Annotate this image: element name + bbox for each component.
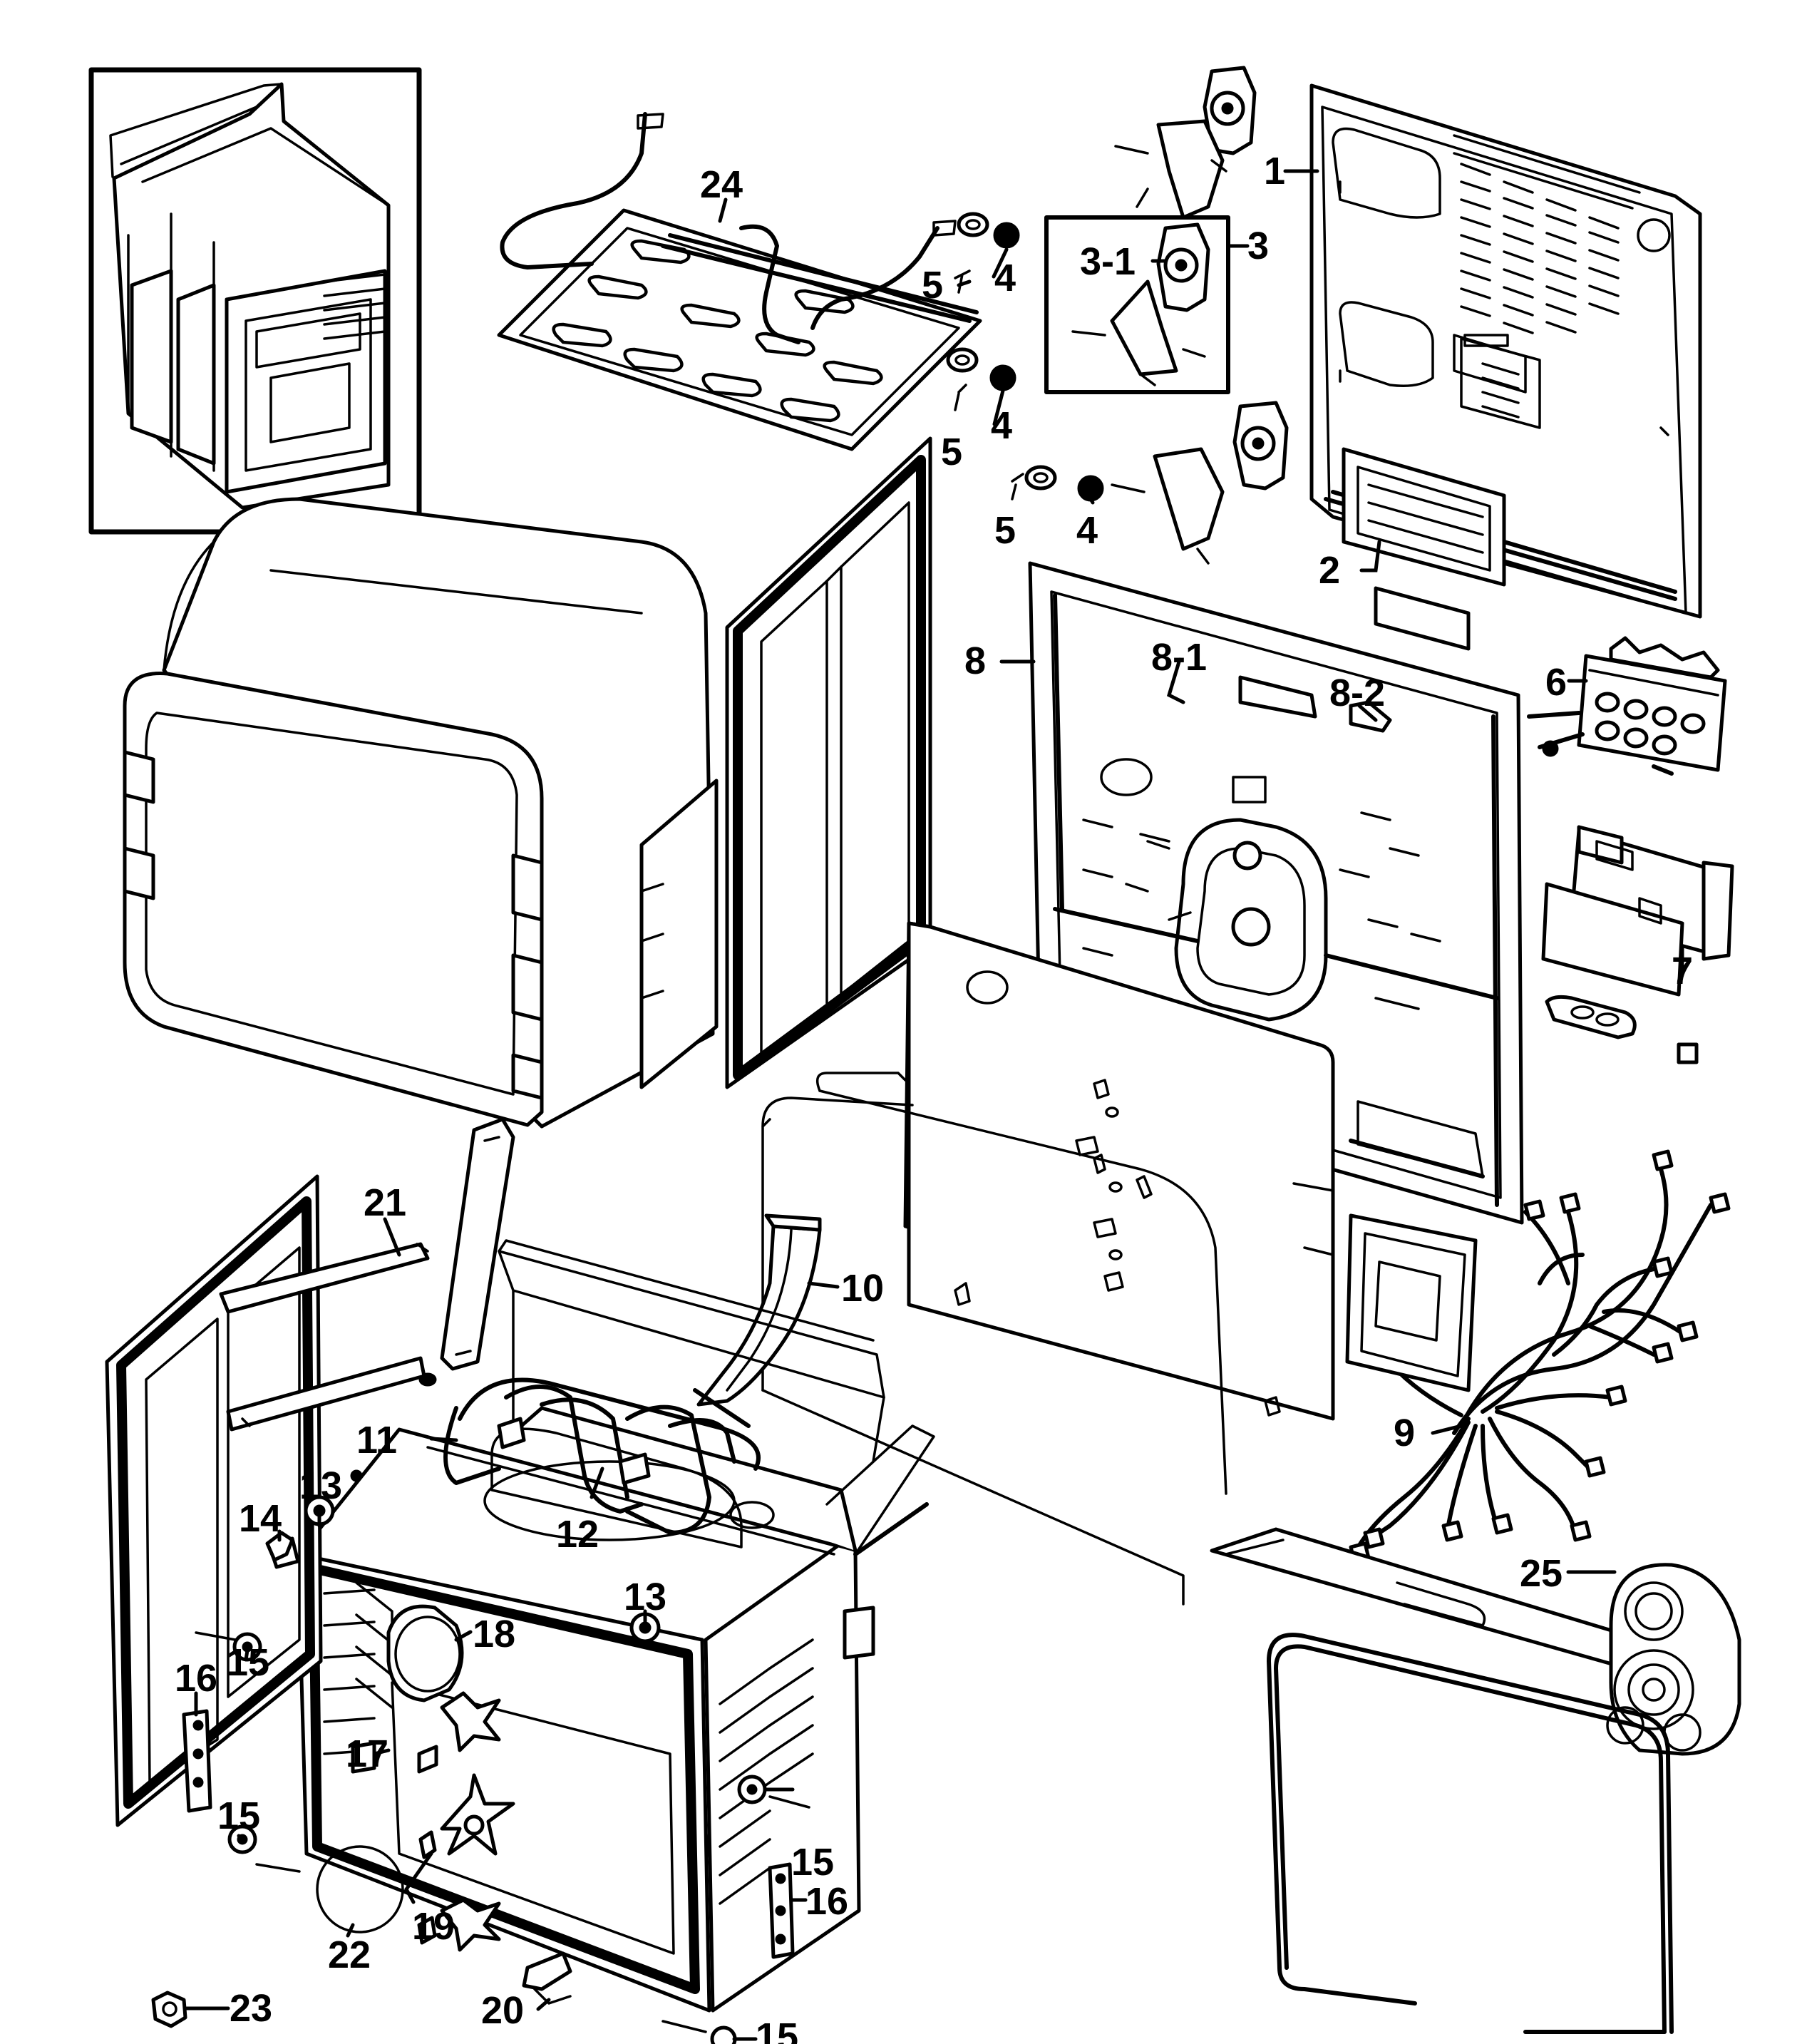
callout-11: 11 [356, 1419, 397, 1462]
callout-13b: 13 [624, 1576, 666, 1618]
callout-22: 22 [328, 1933, 371, 1976]
callout-20: 20 [481, 1989, 524, 2032]
callout-16b: 16 [805, 1880, 848, 1923]
door-frame-part-21 [105, 1174, 430, 1827]
callout-5b: 5 [941, 431, 962, 473]
callout-18: 18 [473, 1613, 515, 1655]
callout-21: 21 [364, 1181, 406, 1224]
insulation-panels [761, 921, 1335, 1606]
callout-25: 25 [1520, 1552, 1563, 1595]
inset-assembled-range [88, 67, 422, 535]
convection-motor-assemblies [1044, 66, 1289, 565]
callout-5a: 5 [922, 264, 943, 307]
callout-6: 6 [1545, 661, 1567, 704]
callout-4b: 4 [991, 404, 1012, 447]
vent-duct [418, 1117, 515, 1387]
callout-24: 24 [700, 163, 743, 206]
hinges-and-fasteners [182, 1469, 810, 2044]
misc-hardware [151, 1531, 572, 2028]
callout-16a: 16 [175, 1657, 217, 1700]
callout-15c: 15 [791, 1841, 834, 1884]
callout-17: 17 [346, 1732, 388, 1775]
cabinet-wrapper [123, 497, 719, 1129]
callout-4a: 4 [994, 257, 1016, 299]
grommets-and-screws [946, 212, 1104, 502]
callout-10: 10 [841, 1267, 884, 1310]
callout-9: 9 [1394, 1412, 1415, 1454]
callout-5c: 5 [994, 509, 1016, 552]
convection-fan-components [316, 1604, 515, 1952]
oven-door-gasket [1267, 1633, 1674, 2034]
callout-14: 14 [239, 1497, 282, 1540]
callout-3-1: 3-1 [1080, 240, 1136, 283]
callout-8: 8 [964, 640, 986, 682]
callout-1: 1 [1264, 150, 1285, 192]
callout-4c: 4 [1076, 509, 1098, 552]
callout-15d: 15 [756, 2015, 798, 2044]
callout-8-1: 8-1 [1151, 636, 1207, 679]
top-panel-part-24 [497, 112, 982, 451]
callout-19: 19 [412, 1905, 455, 1948]
callout-23: 23 [230, 1987, 272, 2030]
callout-13a: 13 [299, 1464, 342, 1507]
callout-15b: 15 [217, 1794, 260, 1837]
callout-15a: 15 [227, 1641, 269, 1684]
callout-labels: 1 2 3 3-1 4 4 4 5 5 5 6 7 8 8-1 8-2 9 10… [175, 150, 1693, 2044]
bracket-part-7 [1541, 825, 1734, 1064]
callout-2: 2 [1319, 549, 1340, 592]
wiring-harness-part-9 [1345, 1149, 1731, 1563]
terminal-block-part-6 [1527, 636, 1727, 776]
callout-7: 7 [1672, 950, 1693, 992]
callout-8-2: 8-2 [1329, 672, 1385, 714]
leader-lines [185, 169, 1684, 2041]
side-panel-frame [725, 436, 932, 1089]
callout-12: 12 [556, 1513, 599, 1556]
heating-elements [443, 1377, 761, 1535]
rear-panel-part-1 [1309, 83, 1702, 651]
cooktop-trim-part-25 [1210, 1527, 1741, 1756]
callout-3: 3 [1247, 225, 1269, 267]
